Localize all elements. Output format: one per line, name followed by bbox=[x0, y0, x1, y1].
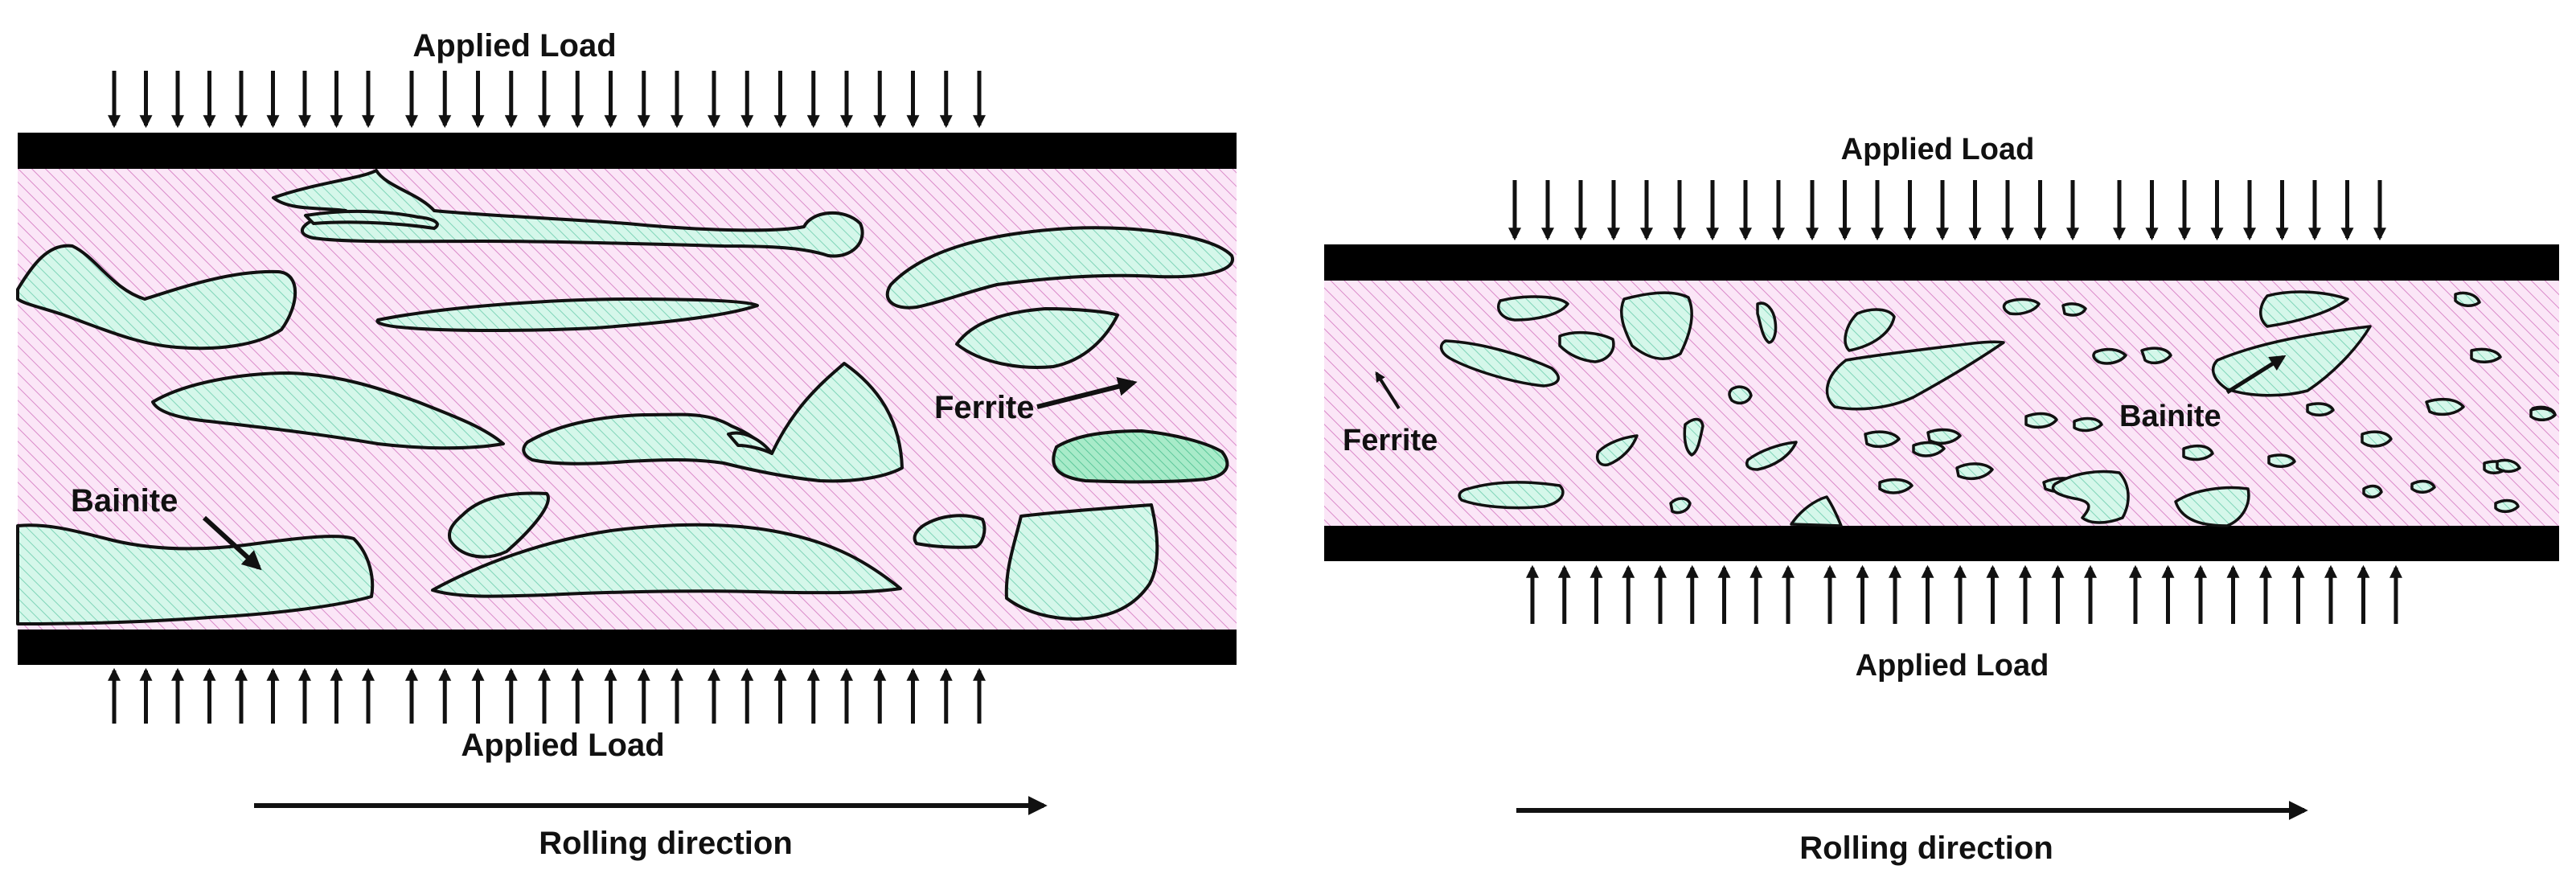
bainite-grain bbox=[1458, 481, 1565, 510]
bainite-grain bbox=[2182, 444, 2214, 461]
bainite-grain bbox=[1756, 301, 1778, 344]
bainite-grain bbox=[2362, 484, 2383, 498]
top-plate bbox=[18, 133, 1237, 169]
bainite-grain bbox=[1864, 430, 1901, 449]
bainite-grain bbox=[2024, 412, 2058, 429]
bainite-grain bbox=[1683, 417, 1704, 457]
bainite-grain bbox=[2470, 347, 2502, 363]
bainite-grain bbox=[1878, 478, 1914, 494]
bainite-grain bbox=[1790, 495, 1843, 527]
bainite-grain bbox=[522, 362, 904, 483]
bainite-grain bbox=[727, 431, 773, 455]
bainite-grain bbox=[2425, 397, 2465, 416]
bainite-grain bbox=[16, 523, 375, 625]
bainite-grain bbox=[448, 491, 550, 559]
bainite-grains bbox=[16, 169, 1234, 625]
ferrite-pointer-arrow bbox=[1375, 371, 1401, 410]
top-load-label: Applied Load bbox=[1841, 133, 2035, 166]
bainite-grain bbox=[1669, 497, 1692, 515]
bainite-grain bbox=[1004, 503, 1159, 621]
rolling-direction-label: Rolling direction bbox=[1799, 831, 2053, 866]
bainite-grain bbox=[1558, 330, 1615, 363]
rolling-direction-label: Rolling direction bbox=[539, 826, 793, 861]
bainite-grain bbox=[1825, 340, 2005, 411]
bainite-grain bbox=[1912, 441, 1946, 457]
bainite-grain bbox=[1844, 308, 1896, 352]
bainite-grain bbox=[2361, 430, 2393, 448]
panel-equiaxed: Applied Load Applied Load Ferrite Bainit… bbox=[1324, 133, 2559, 866]
bainite-grain bbox=[1052, 429, 1229, 484]
bainite-grain bbox=[151, 371, 505, 450]
bainite-label: Bainite bbox=[71, 483, 178, 519]
bainite-grain bbox=[1745, 441, 1798, 471]
bottom-load-arrows bbox=[107, 667, 987, 724]
top-plate bbox=[1324, 244, 2559, 281]
bainite-grain bbox=[2174, 486, 2250, 527]
bainite-grain bbox=[2002, 297, 2041, 316]
bainite-pointer-arrow bbox=[2225, 355, 2287, 395]
bottom-load-label: Applied Load bbox=[461, 728, 664, 763]
ferrite-label: Ferrite bbox=[934, 390, 1035, 425]
bainite-grain bbox=[304, 209, 439, 230]
ferrite-label: Ferrite bbox=[1343, 424, 1438, 457]
bainite-grain bbox=[2051, 470, 2130, 524]
bainite-grain bbox=[2494, 498, 2520, 513]
bottom-plate bbox=[1324, 526, 2559, 561]
top-load-arrows bbox=[107, 71, 987, 129]
bainite-grain bbox=[16, 244, 297, 351]
bainite-grain bbox=[2306, 402, 2335, 416]
bainite-grain bbox=[885, 226, 1234, 310]
ferrite-pointer-arrow bbox=[1036, 377, 1138, 409]
bainite-grain bbox=[1497, 295, 1569, 322]
bainite-grain bbox=[2267, 453, 2296, 468]
bainite-grain bbox=[2061, 302, 2087, 317]
top-load-label: Applied Load bbox=[412, 28, 616, 64]
bainite-grain bbox=[375, 297, 759, 332]
bainite-grain bbox=[431, 523, 902, 598]
top-load-arrows bbox=[1507, 180, 2387, 241]
bottom-load-label: Applied Load bbox=[1856, 649, 2049, 683]
bainite-grain bbox=[2529, 407, 2557, 421]
bainite-grain bbox=[1955, 462, 1994, 481]
bottom-load-arrows bbox=[1525, 564, 2403, 624]
bainite-grain bbox=[913, 514, 987, 549]
bainite-grain bbox=[2073, 416, 2103, 433]
bainite-grain bbox=[2410, 479, 2436, 494]
bainite-grain bbox=[1620, 291, 1693, 361]
bainite-pointer-arrow bbox=[202, 515, 262, 571]
bainite-grain bbox=[272, 169, 864, 258]
bainite-grain bbox=[955, 307, 1119, 369]
bainite-grain bbox=[2496, 458, 2521, 474]
bainite-grain bbox=[1439, 339, 1560, 388]
bottom-plate bbox=[18, 630, 1237, 665]
bainite-grain bbox=[2092, 347, 2127, 365]
bainite-grain bbox=[1728, 385, 1753, 405]
panel-elongated: Applied Load Applied Load Ferrite Bainit… bbox=[16, 28, 1237, 861]
bainite-label: Bainite bbox=[2119, 400, 2221, 433]
bainite-grain bbox=[2454, 291, 2481, 307]
bainite-grain bbox=[1596, 434, 1639, 467]
bainite-grain bbox=[2259, 290, 2349, 328]
bainite-grain bbox=[2140, 347, 2172, 365]
